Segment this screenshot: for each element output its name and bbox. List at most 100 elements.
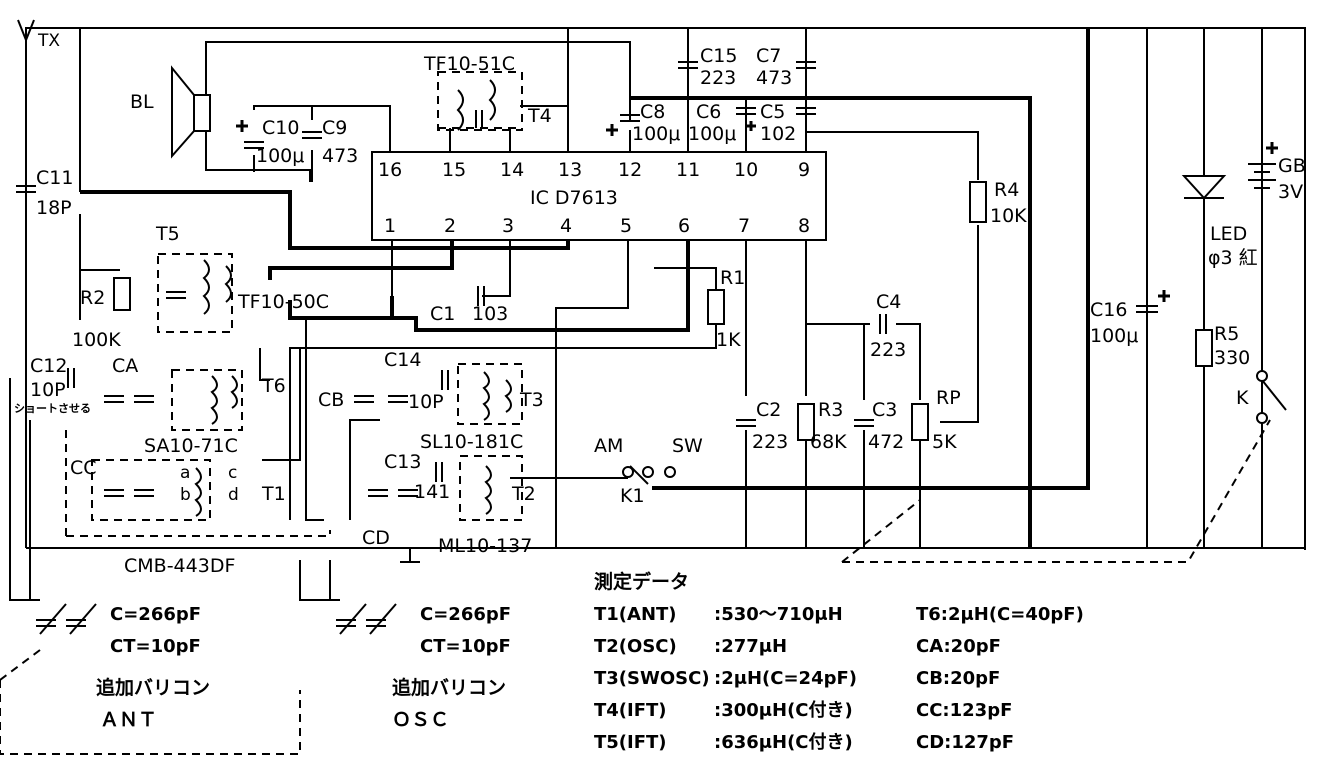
c12-label: C12 [30,355,67,377]
ic-pin-15: 15 [442,159,466,181]
tf1050c-label: TF10-50C [237,291,329,313]
ca-label: CA [112,355,138,377]
ant-varicon-ct: CT=10pF [110,636,201,657]
measure-row-4-left: T4(IFT) [594,700,667,721]
c2-value: 223 [752,431,788,453]
ic-pin-6: 6 [678,215,690,237]
k-label: K [1236,387,1249,409]
ic-pin-7: 7 [738,215,750,237]
c16-label: C16 [1090,299,1127,321]
c14-value: 10P [408,391,444,413]
c12-value: 10P [30,379,66,401]
c5-value: 102 [760,123,796,145]
measurement-data: 測定データ T1(ANT) :530～710μH T6:2μH(C=40pF) … [594,570,1084,753]
measure-row-3-mid: :2μH(C=24pF) [714,668,857,689]
ic-pin-13: 13 [558,159,582,181]
wires [9,27,1306,601]
c15-value: 223 [700,67,736,89]
symbols [16,19,1276,635]
r3-value: 68K [810,431,847,453]
c10-label: C10 [262,117,299,139]
c14-label: C14 [384,349,421,371]
t1-b: b [180,485,191,505]
measure-row-1-right: T6:2μH(C=40pF) [916,604,1084,625]
ic-pin-4: 4 [560,215,572,237]
c11-label: C11 [36,167,73,189]
r5-value: 330 [1214,347,1250,369]
measure-row-5-mid: :636μH(C付き) [714,731,853,753]
led-value: φ3 紅 [1208,247,1258,269]
gb-label: GB [1278,155,1306,177]
measure-row-5-left: T5(IFT) [594,732,667,753]
c10-value: 100μ [256,145,304,167]
polarity-marks [236,120,1278,302]
ic-pin-10: 10 [734,159,758,181]
ml10137-label: ML10-137 [438,535,532,557]
ic-pin-14: 14 [500,159,524,181]
c13-value: 141 [414,481,450,503]
c3-value: 472 [868,431,904,453]
ant-varicon-title: 追加バリコン [96,676,210,699]
t5-label: T5 [155,223,180,245]
t2-label: T2 [511,483,536,505]
measure-row-1-left: T1(ANT) [594,604,677,625]
c6-label: C6 [696,101,721,123]
r4-label: R4 [994,179,1019,201]
ic-pin-5: 5 [620,215,632,237]
osc-varicon-ct: CT=10pF [420,636,511,657]
c5-label: C5 [760,101,785,123]
measure-row-4-mid: :300μH(C付き) [714,699,853,721]
rp-label: RP [936,387,961,409]
measure-title: 測定データ [594,570,689,593]
k1-label: K1 [620,485,645,507]
c4-value: 223 [870,339,906,361]
c8-label: C8 [640,101,665,123]
ic-pin-3: 3 [502,215,514,237]
c15-label: C15 [700,45,737,67]
tf1051c-label: TF10-51C [423,53,515,75]
c3-label: C3 [872,399,897,421]
c16-value: 100μ [1090,325,1138,347]
measure-row-3-left: T3(SWOSC) [594,668,710,689]
ic-pin-9: 9 [798,159,810,181]
am-label: AM [594,435,623,457]
r1-label: R1 [720,267,745,289]
ic-pin-2: 2 [444,215,456,237]
c1-label: C1 [430,303,455,325]
ic-pin-8: 8 [798,215,810,237]
gb-value: 3V [1278,181,1303,203]
c2-label: C2 [756,399,781,421]
c9-value: 473 [322,145,358,167]
r1-value: 1K [716,329,741,351]
c13-label: C13 [384,451,421,473]
c11-value: 18P [36,197,72,219]
ic-name: IC D7613 [530,187,618,209]
measure-row-4-right: CC:123pF [916,700,1012,721]
ant-varicon-sub: ＡＮＴ [100,709,157,731]
short-note: ショートさせる [14,402,91,415]
c6-value: 100μ [688,123,736,145]
measure-row-2-left: T2(OSC) [594,636,677,657]
measure-row-5-right: CD:127pF [916,732,1014,753]
t1-label: T1 [261,483,286,505]
osc-varicon-sub: ＯＳＣ [392,709,449,731]
t4-label: T4 [527,105,552,127]
c4-label: C4 [876,291,901,313]
c7-label: C7 [756,45,781,67]
ic-pin-11: 11 [676,159,700,181]
measure-row-2-right: CA:20pF [916,636,1001,657]
r5-label: R5 [1214,323,1239,345]
t3-label: T3 [519,389,544,411]
cd-label: CD [362,527,390,549]
ic-pin-12: 12 [618,159,642,181]
rp-value: 5K [932,431,957,453]
sl10181c-label: SL10-181C [420,431,523,453]
c9-label: C9 [322,117,347,139]
ic-pin-16: 16 [378,159,402,181]
osc-varicon-c: C=266pF [420,604,511,625]
ant-varicon-c: C=266pF [110,604,201,625]
antenna-label: TX [37,31,60,51]
c7-value: 473 [756,67,792,89]
r2-label: R2 [80,287,105,309]
measure-row-2-mid: :277μH [714,636,787,657]
